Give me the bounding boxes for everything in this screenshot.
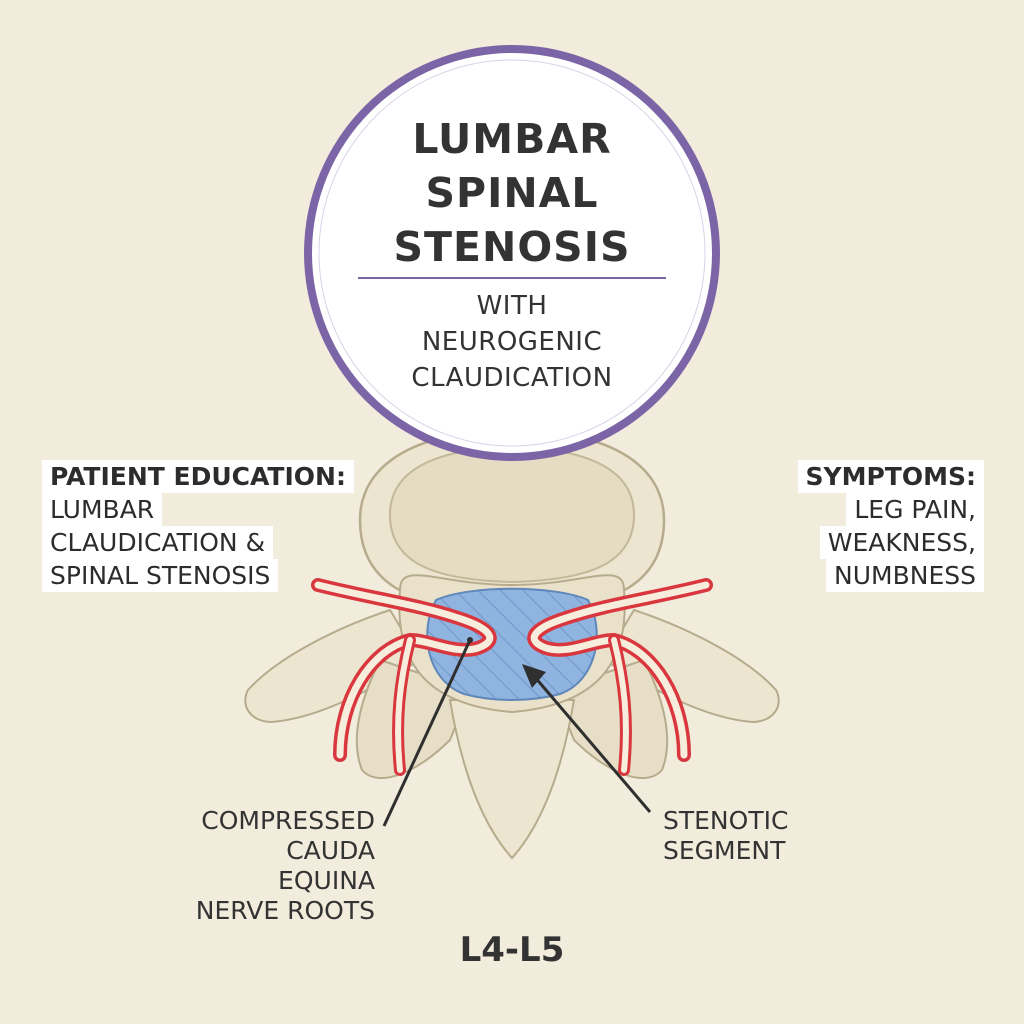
callout-line: COMPRESSED [201, 806, 375, 835]
callout-stenotic-segment: STENOTIC SEGMENT [663, 806, 833, 866]
symptoms-line: WEAKNESS, [819, 526, 984, 559]
page-title: LUMBAR SPINAL STENOSIS [332, 112, 692, 274]
education-label: PATIENT EDUCATION: LUMBAR CLAUDICATION &… [42, 460, 354, 592]
subtitle-line: WITH [476, 291, 548, 321]
callout-line: NERVE ROOTS [195, 896, 375, 925]
transverse-process-left [244, 608, 422, 724]
symptoms-heading: SYMPTOMS: [797, 460, 984, 493]
leader-line-cauda [382, 639, 472, 827]
spinous-process [448, 699, 576, 860]
callout-cauda-equina: COMPRESSED CAUDA EQUINA NERVE ROOTS [185, 806, 375, 926]
title-line: SPINAL [425, 169, 599, 217]
education-line: CLAUDICATION & [42, 526, 274, 559]
subtitle-line: CLAUDICATION [411, 363, 613, 393]
symptoms-line: NUMBNESS [826, 559, 984, 592]
subtitle-line: NEUROGENIC [421, 327, 603, 357]
callout-line: CAUDA EQUINA [278, 836, 375, 895]
symptoms-label: SYMPTOMS: LEG PAIN, WEAKNESS, NUMBNESS [797, 460, 984, 592]
education-heading: PATIENT EDUCATION: [42, 460, 354, 493]
transverse-process-right [602, 608, 780, 724]
title-line: LUMBAR [412, 115, 612, 163]
education-line: SPINAL STENOSIS [42, 559, 279, 592]
vertebral-body-top [388, 446, 636, 584]
vertebral-level-label: L4-L5 [459, 930, 565, 970]
arrow-head-stenotic [522, 664, 546, 688]
callout-line: STENOTIC [663, 806, 789, 835]
education-line: LUMBAR [42, 493, 163, 526]
callout-line: SEGMENT [663, 836, 786, 865]
leader-line-stenotic [532, 675, 652, 813]
page-subtitle: WITH NEUROGENIC CLAUDICATION [352, 288, 672, 396]
title-line: STENOSIS [393, 223, 631, 271]
symptoms-line: LEG PAIN, [846, 493, 984, 526]
